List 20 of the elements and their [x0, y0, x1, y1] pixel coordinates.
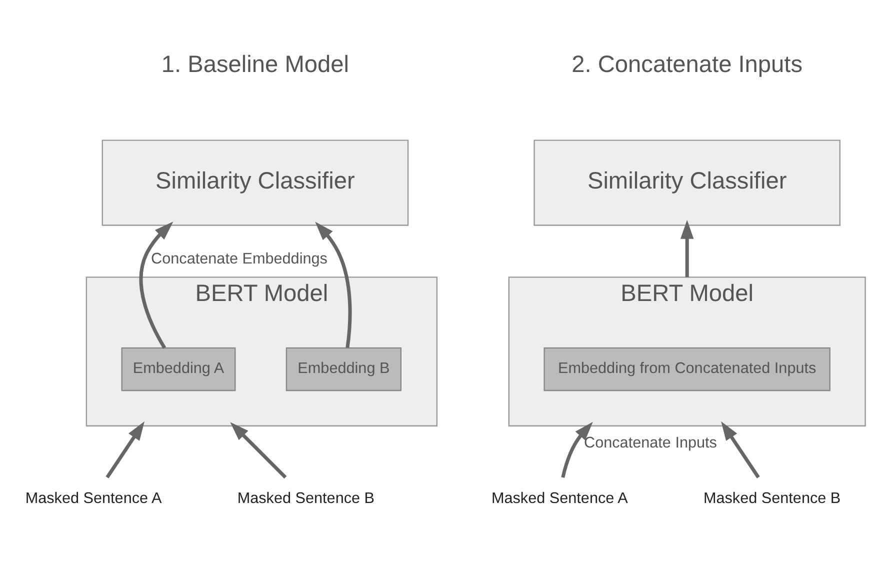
label: 2. Concatenate Inputs — [572, 52, 803, 78]
label: 1. Baseline Model — [161, 52, 349, 78]
arrow — [230, 422, 287, 479]
node-text: Masked Sentence B — [237, 490, 375, 508]
arrow — [680, 220, 694, 278]
node-box: Similarity Classifier — [102, 140, 409, 226]
node-box: Embedding A — [121, 347, 236, 392]
arrow — [315, 222, 352, 348]
node-box: Embedding B — [286, 347, 402, 392]
node-text: Masked Sentence B — [703, 490, 841, 508]
node-box: Embedding from Concatenated Inputs — [544, 347, 830, 392]
edge-label: Concatenate Inputs — [584, 434, 717, 452]
node-box: Similarity Classifier — [534, 140, 840, 226]
edge-label: Concatenate Embeddings — [151, 250, 328, 268]
node-text: Masked Sentence A — [25, 490, 162, 508]
node-text: Masked Sentence A — [491, 490, 628, 508]
arrow — [721, 421, 760, 478]
arrow — [561, 422, 593, 478]
arrow — [106, 421, 144, 478]
arrow — [139, 222, 174, 349]
